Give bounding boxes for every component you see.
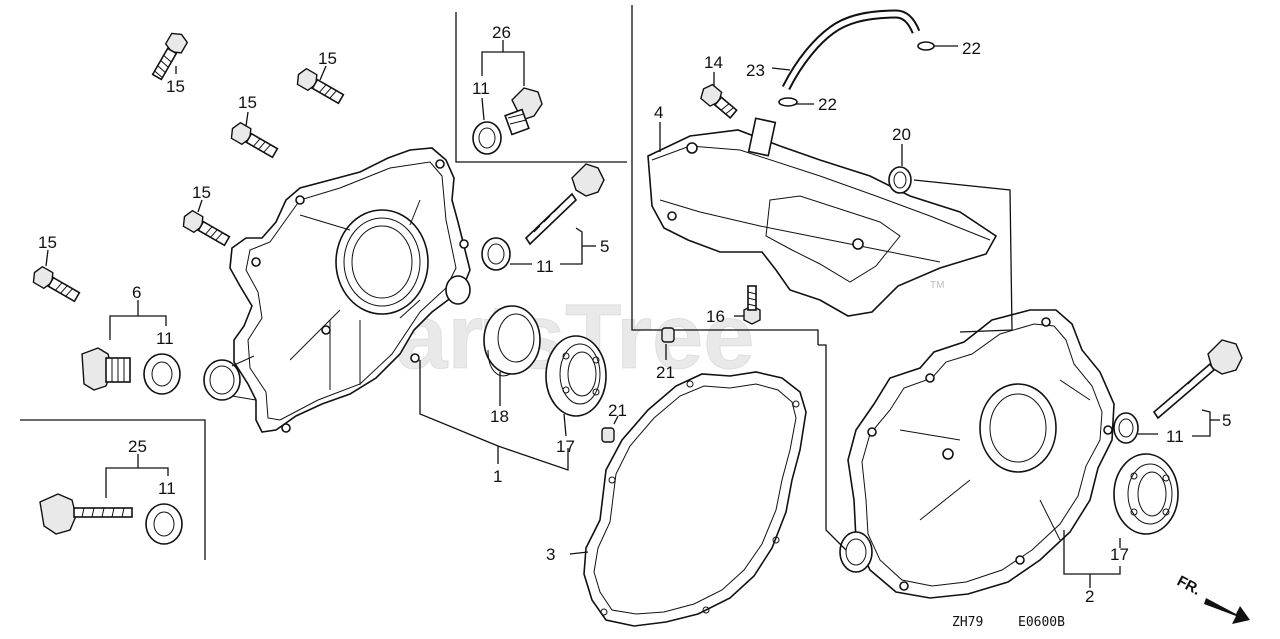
section-frames [20, 5, 819, 560]
callout-23: 23 [746, 61, 765, 80]
callout-5: 5 [1222, 411, 1231, 430]
callout-20: 20 [892, 125, 911, 144]
ball-bearing-17-left [545, 335, 607, 417]
callout-18: 18 [490, 407, 509, 426]
callout-26: 26 [492, 23, 511, 42]
callout-5: 5 [600, 237, 609, 256]
callout-21: 21 [608, 401, 627, 420]
oil-filler-cap-26 [472, 87, 543, 155]
callout-1: 1 [493, 467, 502, 486]
crankcase-cover-right [839, 309, 1115, 599]
oil-dipstick-25 [39, 493, 183, 545]
callout-6: 6 [132, 283, 141, 302]
callout-21: 21 [656, 363, 675, 382]
callout-22: 22 [962, 39, 981, 58]
drawing-code-1: ZH79 [952, 615, 983, 630]
callout-17: 17 [556, 437, 575, 456]
direction-label: FR. [1174, 573, 1203, 599]
callout-labels: 26 11 15 15 15 15 15 6 11 25 11 5 11 18 … [38, 23, 1231, 606]
callout-11: 11 [1166, 427, 1184, 446]
drawing-code-2: E0600B [1018, 615, 1065, 630]
callout-17: 17 [1110, 545, 1129, 564]
oil-seal-18 [483, 305, 541, 377]
callout-15: 15 [192, 183, 211, 202]
direction-indicator: FR. [1174, 573, 1250, 624]
flange-bolt-14-icon [700, 83, 738, 119]
breather-tube-23 [778, 9, 935, 107]
drain-plug-6 [81, 347, 181, 395]
flange-bolt-icon [32, 265, 81, 303]
oil-dipstick-left [481, 163, 605, 271]
callout-15: 15 [166, 77, 185, 96]
front-arrow-icon [1204, 598, 1250, 624]
callout-11: 11 [158, 479, 176, 498]
callout-11: 11 [472, 79, 490, 98]
watermark-trademark: TM [930, 280, 944, 291]
breather-case-4 [647, 117, 998, 317]
flange-bolt-15-group [32, 32, 345, 303]
crankcase-cover-left [203, 147, 471, 433]
flange-bolt-icon [151, 32, 189, 81]
flange-bolt-icon [182, 209, 231, 247]
callout-22: 22 [818, 95, 837, 114]
o-ring-20 [888, 166, 912, 194]
gasket-3 [583, 371, 807, 627]
bolt-16-icon [743, 285, 761, 325]
callout-15: 15 [38, 233, 57, 252]
dowel-pin-21 [601, 327, 675, 443]
callout-3: 3 [546, 545, 555, 564]
leader-lines [45, 40, 1220, 588]
callout-4: 4 [654, 103, 663, 122]
ball-bearing-17-right [1113, 453, 1179, 535]
oil-dipstick-right [1113, 339, 1243, 444]
callout-15: 15 [238, 93, 257, 112]
callout-11: 11 [156, 329, 174, 348]
callout-25: 25 [128, 437, 147, 456]
callout-14: 14 [704, 53, 723, 72]
callout-11: 11 [536, 257, 554, 276]
callout-15: 15 [318, 49, 337, 68]
callout-2: 2 [1085, 587, 1094, 606]
flange-bolt-icon [230, 121, 279, 159]
flange-bolt-icon [296, 67, 345, 105]
callout-16: 16 [706, 307, 725, 326]
